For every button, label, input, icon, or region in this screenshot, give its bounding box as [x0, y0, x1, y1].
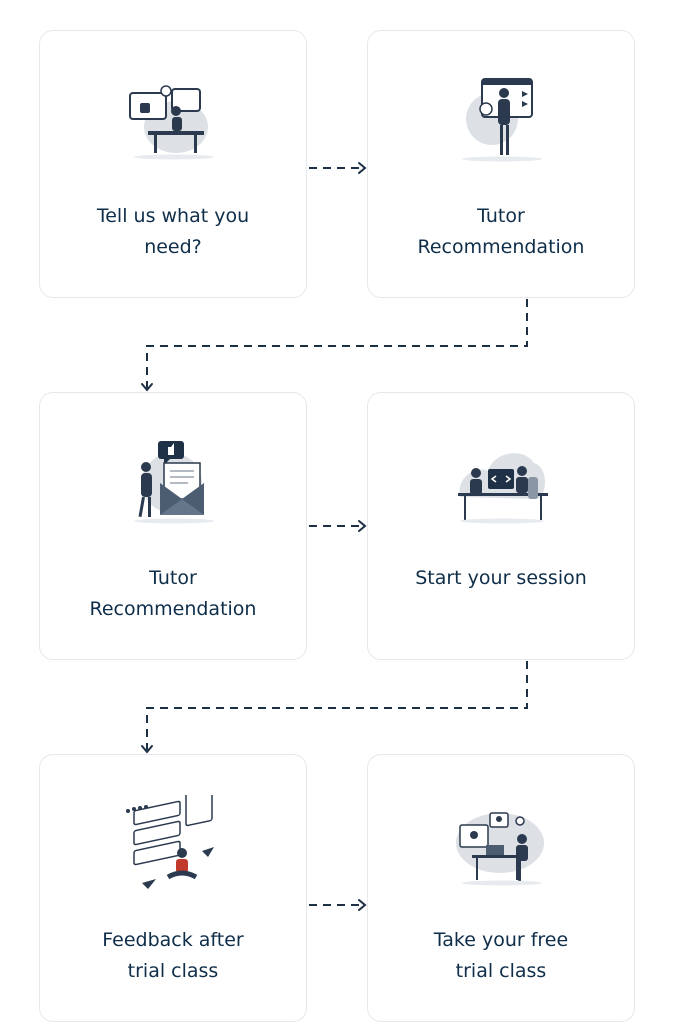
step-card-5: Feedback after trial class: [39, 754, 307, 1022]
step-label: Start your session: [368, 563, 634, 594]
step-label: Take your free trial class: [368, 925, 634, 987]
video-call-desk-illustration: [129, 85, 214, 160]
step-label-line: Feedback after: [102, 929, 244, 951]
step-label: Tutor Recommendation: [368, 201, 634, 263]
step-label-line: Recommendation: [89, 598, 257, 620]
online-class-illustration: [456, 812, 544, 886]
step-label-line: trial class: [127, 960, 219, 982]
step-label-line: Start your session: [415, 567, 587, 589]
arrowhead-down: [141, 745, 153, 754]
step-card-3: Tutor Recommendation: [39, 392, 307, 660]
video-presentation-illustration: [462, 78, 542, 162]
step-label: Tell us what you need?: [40, 201, 306, 263]
step-card-1: Tell us what you need?: [39, 30, 307, 298]
step-card-2: Tutor Recommendation: [367, 30, 635, 298]
step-label-line: need?: [144, 236, 202, 258]
step-label-line: Tutor: [477, 205, 525, 227]
step-card-4: Start your session: [367, 392, 635, 660]
step-label-line: trial class: [455, 960, 547, 982]
step-card-6: Take your free trial class: [367, 754, 635, 1022]
step-label-line: Tutor: [149, 567, 197, 589]
connector-2-3: [146, 299, 528, 388]
feedback-forms-illustration: [126, 795, 214, 889]
arrowhead-right: [358, 520, 367, 532]
arrowhead-right: [358, 162, 367, 174]
connector-4-5: [146, 661, 528, 750]
arrowhead-right: [358, 899, 367, 911]
step-label-line: Take your free: [433, 929, 569, 951]
step-label-line: Tell us what you: [96, 205, 250, 227]
step-label-line: Recommendation: [417, 236, 585, 258]
arrowhead-down: [141, 383, 153, 392]
step-label: Tutor Recommendation: [40, 563, 306, 625]
email-like-illustration: [134, 441, 214, 524]
coding-session-illustration: [458, 453, 548, 524]
step-label: Feedback after trial class: [40, 925, 306, 987]
